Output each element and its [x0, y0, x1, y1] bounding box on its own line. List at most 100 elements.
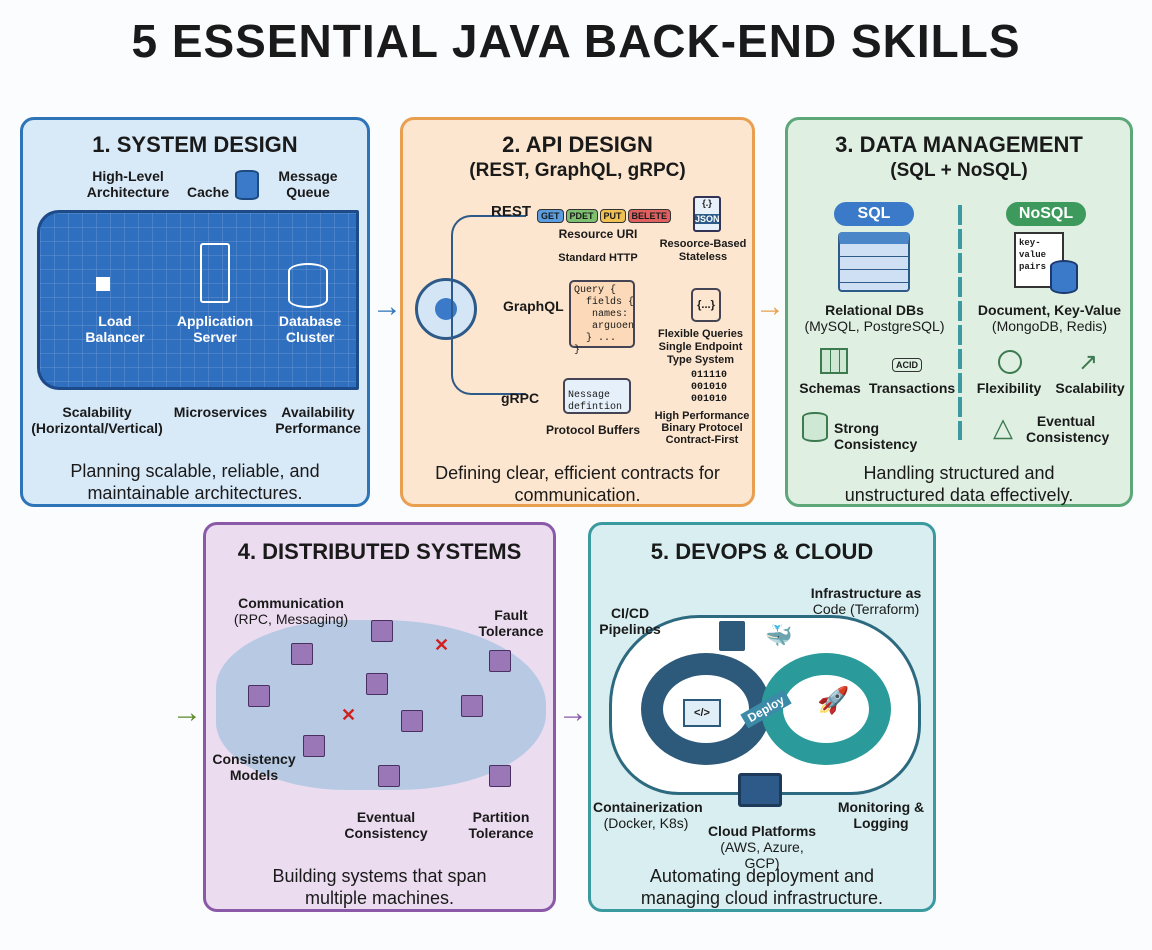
label-rest-desc: Resoorce-Based Stateless: [659, 238, 747, 263]
arrow-right-icon: →: [372, 290, 402, 323]
json-glyph: {.}: [702, 198, 712, 208]
panel-devops-cloud: 5. DEVOPS & CLOUD </> 🚀 Deploy 🐳 CI/CD P…: [588, 522, 936, 912]
panel-subheading: (SQL + NoSQL): [890, 160, 1028, 181]
graphql-query: Query { fields { names: arguoen } ... }: [569, 280, 635, 356]
panel-heading: 2. API DESIGN: [502, 132, 653, 157]
page-title: 5 ESSENTIAL JAVA BACK-END SKILLS: [131, 15, 1021, 67]
label-containerization-examples: (Docker, K8s): [603, 815, 689, 831]
label-rest: REST: [491, 203, 532, 220]
message-definition: Nessage defintion: [563, 378, 631, 414]
label-grpc-desc: High Performance Binary Protocel Contrac…: [654, 410, 750, 446]
label-app-server: Application Server: [176, 313, 254, 345]
arrow-right-icon: →: [755, 290, 785, 323]
failure-x-icon: ✕: [434, 635, 450, 655]
label-high-level: High-Level Architecture: [86, 168, 170, 200]
binary-data: 011110 001010 001010: [691, 370, 728, 405]
nosql-badge: NoSQL: [1006, 202, 1086, 226]
label-availability: Availability Performance: [275, 404, 361, 436]
panel-distributed-systems: 4. DISTRIBUTED SYSTEMS Communication (RP…: [203, 522, 556, 912]
graphql-file-icon: {...}: [691, 288, 721, 322]
label-strong-consistency: Strong Consistency: [834, 420, 918, 452]
label-database-cluster: Database Cluster: [278, 313, 342, 345]
label-flexibility: Flexibility: [976, 380, 1042, 396]
server-node-icon: [248, 685, 270, 707]
label-relational-examples: (MySQL, PostgreSQL): [804, 318, 945, 334]
method-delete: BELETE: [627, 209, 672, 223]
blueprint-diagram: Load Balancer Application Server Databas…: [37, 210, 359, 390]
label-microservices: Microservices: [173, 404, 268, 420]
server-node-icon: [303, 735, 325, 757]
label-communication: Communication: [238, 595, 344, 611]
server-node-icon: [378, 765, 400, 787]
label-fault-tolerance: Fault Tolerance: [478, 607, 544, 639]
load-balancer-icon: [96, 277, 110, 291]
label-monitoring: Monitoring & Logging: [837, 799, 925, 831]
panel-caption: Automating deployment and managing cloud…: [640, 866, 884, 908]
chart-growth-icon: ↗: [1078, 349, 1099, 376]
label-cicd: CI/CD Pipelines: [599, 605, 661, 637]
server-node-icon: [401, 710, 423, 732]
label-graphql-desc: Flexible Queries Single Endpoint Type Sy…: [658, 328, 743, 366]
server-node-icon: [489, 650, 511, 672]
json-label: JSON: [695, 214, 720, 224]
label-communication-examples: (RPC, Messaging): [233, 611, 349, 627]
panel-api-design: 2. API DESIGN (REST, GraphQL, gRPC) REST…: [400, 117, 755, 507]
label-grpc: gRPC: [501, 390, 540, 406]
label-scalability: Scalability: [1055, 380, 1125, 396]
wavy-divider: [958, 205, 962, 440]
panel-caption: Defining clear, efficient contracts for …: [435, 463, 720, 505]
network-icon: [998, 350, 1022, 374]
json-file-icon: {.} JSON: [693, 196, 721, 232]
connector-lines: [451, 215, 526, 395]
server-node-icon: [371, 620, 393, 642]
label-resource-uri: Resource URI: [558, 227, 638, 241]
panel-caption: Building systems that span multiple mach…: [272, 866, 487, 908]
label-cloud-platforms: Cloud Platforms: [707, 823, 817, 839]
label-iac-examples: Code (Terraform): [812, 601, 920, 617]
method-get: GET: [537, 209, 564, 223]
panel-data-management: 3. DATA MANAGEMENT (SQL + NoSQL) SQL NoS…: [785, 117, 1133, 507]
server-node-icon: [291, 643, 313, 665]
label-relational: Relational DBs: [825, 302, 924, 318]
panel-system-design: 1. SYSTEM DESIGN High-Level Architecture…: [20, 117, 370, 507]
rocket-icon: 🚀: [817, 685, 850, 715]
database-check-icon: [802, 412, 828, 442]
database-icon: [288, 263, 328, 308]
monitor-search-icon: [738, 773, 782, 807]
label-consistency-models: Consistency Models: [212, 751, 296, 783]
arrow-right-icon: →: [172, 696, 202, 729]
label-cache: Cache: [186, 184, 230, 200]
panel-subheading: (REST, GraphQL, gRPC): [469, 160, 686, 181]
panel-heading: 1. SYSTEM DESIGN: [92, 132, 298, 157]
label-document: Document, Key-Value: [977, 302, 1122, 318]
cache-icon: [235, 170, 259, 200]
method-put: PUT: [599, 209, 626, 223]
label-load-balancer: Load Balancer: [85, 313, 145, 345]
label-scalability: Scalability (Horizontal/Vertical): [31, 404, 163, 436]
arrow-right-icon: →: [558, 696, 588, 729]
failure-x-icon: ✕: [341, 705, 357, 725]
method-post: PDET: [565, 209, 598, 223]
label-standard-http: Standard HTTP: [558, 252, 638, 264]
server-node-icon: [489, 765, 511, 787]
label-graphql: GraphQL: [503, 298, 564, 314]
world-map: [216, 620, 546, 790]
panel-caption: Planning scalable, reliable, and maintai…: [70, 461, 320, 503]
label-message-queue: Message Queue: [278, 168, 338, 200]
sql-badge: SQL: [834, 202, 914, 226]
acid-icon: ACID: [892, 358, 922, 372]
panel-heading: 5. DEVOPS & CLOUD: [650, 539, 874, 564]
database-icon: [1050, 260, 1078, 294]
label-cloud-examples: (AWS, Azure, GCP): [720, 839, 804, 871]
server-icon: [200, 243, 230, 303]
label-document-examples: (MongoDB, Redis): [991, 318, 1108, 334]
label-protocol-buffers: Protocol Buffers: [545, 423, 640, 437]
schema-grid-icon: [820, 348, 848, 374]
label-schemas: Schemas: [799, 380, 861, 396]
server-rack-icon: [719, 621, 745, 651]
panel-caption: Handling structured and unstructured dat…: [844, 463, 1074, 505]
triangle-nodes-icon: △: [993, 412, 1013, 442]
panel-heading: 3. DATA MANAGEMENT: [835, 132, 1083, 157]
label-eventual-consistency: Eventual Consistency: [344, 809, 428, 841]
